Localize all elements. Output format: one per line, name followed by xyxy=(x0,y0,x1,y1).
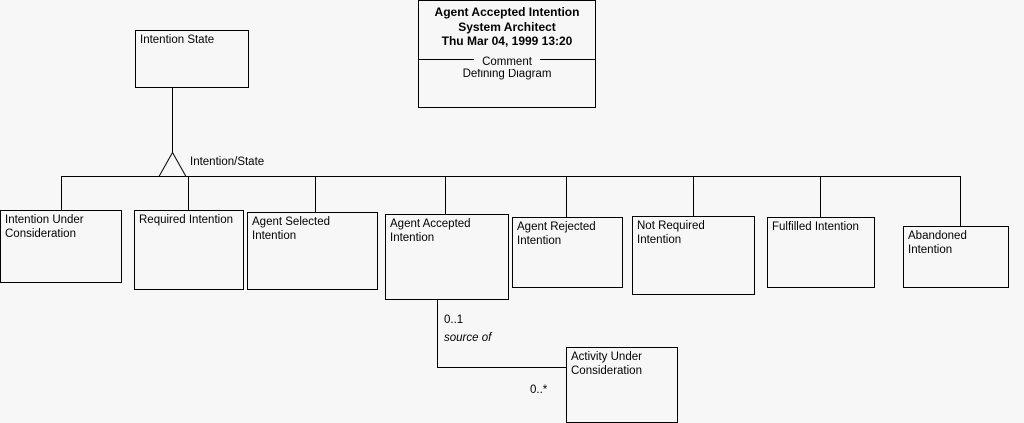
generalization-stem-line xyxy=(172,88,173,152)
class-name-fulfilled-intention: Fulfilled Intention xyxy=(772,221,859,233)
association-vertical-segment xyxy=(437,300,438,368)
drop-line-abandoned-intention xyxy=(960,176,961,226)
association-role-label: source of xyxy=(444,332,492,344)
class-name-agent-rejected-intention: Agent Rejected Intention xyxy=(517,221,596,247)
drop-line-agent-selected-intention xyxy=(315,176,316,212)
class-name-agent-selected-intention: Agent Selected Intention xyxy=(252,216,331,242)
class-name-not-required-intention: Not Required Intention xyxy=(637,220,705,246)
class-box-required-intention[interactable]: Required Intention xyxy=(134,210,244,290)
class-box-intention-under-consideration[interactable]: Intention Under Consideration xyxy=(0,210,122,283)
class-box-agent-rejected-intention[interactable]: Agent Rejected Intention xyxy=(512,217,623,288)
comment-divider: Comment xyxy=(419,52,595,69)
drop-line-intention-under-consideration xyxy=(61,176,62,210)
generalization-label: Intention/State xyxy=(190,156,265,168)
diagram-author: System Architect xyxy=(458,19,556,34)
diagram-comment-text: Defining Diagram xyxy=(462,67,552,80)
association-horizontal-segment xyxy=(437,367,567,368)
diagram-title-note: Agent Accepted Intention System Architec… xyxy=(418,0,596,108)
class-name-abandoned-intention: Abandoned Intention xyxy=(908,230,967,256)
diagram-title: Agent Accepted Intention xyxy=(434,5,580,19)
comment-divider-rule-right xyxy=(540,58,595,60)
comment-section-label: Comment xyxy=(478,55,536,69)
diagram-timestamp: Thu Mar 04, 1999 13:20 xyxy=(441,34,573,48)
drop-line-required-intention xyxy=(188,176,189,210)
drop-line-agent-rejected-intention xyxy=(566,176,567,217)
class-name-required-intention: Required Intention xyxy=(139,214,233,226)
class-box-not-required-intention[interactable]: Not Required Intention xyxy=(632,216,755,295)
generalization-spine-line xyxy=(61,176,961,177)
comment-divider-rule-left xyxy=(419,58,474,60)
class-box-activity-under-consideration[interactable]: Activity Under Consideration xyxy=(566,347,678,423)
class-box-agent-selected-intention[interactable]: Agent Selected Intention xyxy=(247,212,378,290)
drop-line-not-required-intention xyxy=(693,176,694,216)
class-name-intention-under-consideration: Intention Under Consideration xyxy=(5,214,84,240)
class-name-agent-accepted-intention: Agent Accepted Intention xyxy=(390,218,471,244)
class-box-intention-state[interactable]: Intention State xyxy=(135,30,249,88)
class-name-activity-under-consideration: Activity Under Consideration xyxy=(571,351,642,377)
drop-line-agent-accepted-intention xyxy=(445,176,446,214)
association-source-multiplicity: 0..1 xyxy=(444,314,464,326)
drop-line-fulfilled-intention xyxy=(820,176,821,217)
class-box-agent-accepted-intention[interactable]: Agent Accepted Intention xyxy=(385,214,509,300)
class-box-abandoned-intention[interactable]: Abandoned Intention xyxy=(903,226,1009,288)
class-name-intention-state: Intention State xyxy=(140,34,215,46)
association-target-multiplicity: 0..* xyxy=(530,384,548,396)
class-box-fulfilled-intention[interactable]: Fulfilled Intention xyxy=(767,217,875,288)
generalization-triangle-icon xyxy=(158,152,187,177)
